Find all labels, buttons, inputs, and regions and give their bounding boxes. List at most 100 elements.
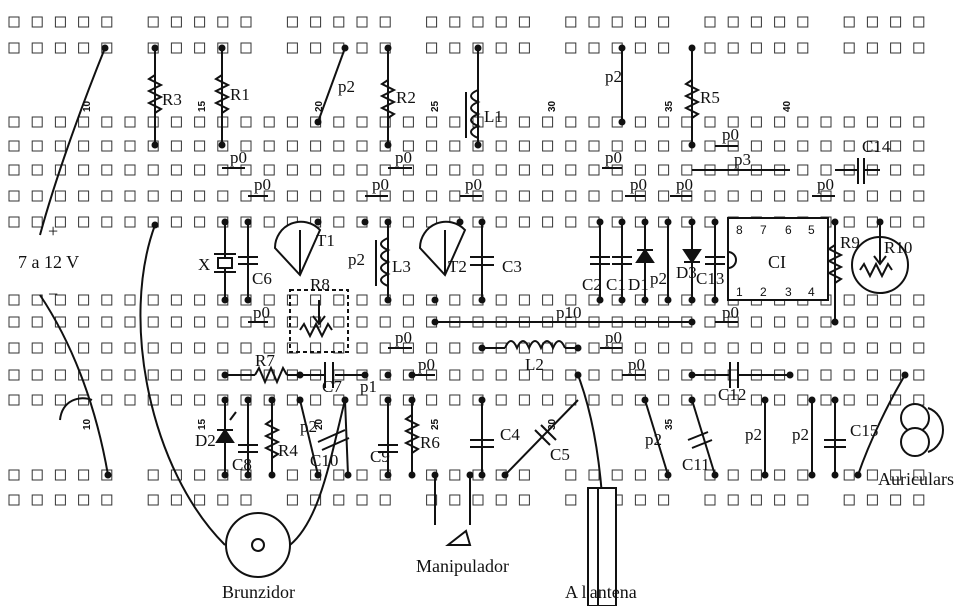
breadboard-hole — [286, 190, 298, 202]
breadboard-hole — [727, 16, 739, 28]
breadboard-hole — [147, 342, 159, 354]
breadboard-hole — [542, 216, 554, 228]
breadboard-hole — [356, 294, 368, 306]
ic-pin-bottom-2: 2 — [760, 285, 767, 299]
breadboard-hole — [518, 469, 530, 481]
breadboard-hole — [240, 42, 252, 54]
column-number: 40 — [782, 100, 793, 112]
breadboard-hole — [866, 116, 878, 128]
label-r10: R10 — [884, 238, 912, 257]
breadboard-hole — [704, 116, 716, 128]
breadboard-hole — [147, 294, 159, 306]
breadboard-hole — [634, 342, 646, 354]
breadboard-hole — [78, 190, 90, 202]
breadboard-hole — [750, 190, 762, 202]
supply-negative-lead — [39, 294, 109, 476]
breadboard-hole — [913, 369, 925, 381]
breadboard-hole — [78, 164, 90, 176]
label-r6: R6 — [420, 433, 440, 452]
breadboard-hole — [681, 342, 693, 354]
breadboard-hole — [774, 494, 786, 506]
breadboard-hole — [518, 216, 530, 228]
breadboard-hole — [774, 190, 786, 202]
breadboard-hole — [750, 116, 762, 128]
breadboard-hole — [727, 190, 739, 202]
breadboard-hole — [356, 116, 368, 128]
breadboard-hole — [704, 342, 716, 354]
breadboard-hole — [565, 469, 577, 481]
label-c9: C9 — [370, 447, 390, 466]
breadboard-hole — [866, 369, 878, 381]
ic-pin-top-4: 5 — [808, 223, 815, 237]
breadboard-hole — [426, 16, 438, 28]
resistor-r6 — [403, 414, 421, 454]
breadboard-hole — [797, 140, 809, 152]
label-r5: R5 — [700, 88, 720, 107]
label-p0-e: p0 — [465, 175, 482, 194]
breadboard-hole — [310, 190, 322, 202]
breadboard-hole — [310, 164, 322, 176]
label-p2-top-b: p2 — [605, 67, 622, 86]
breadboard-hole — [449, 42, 461, 54]
label-c1: C1 — [606, 275, 626, 294]
solder-point — [361, 218, 369, 226]
label-p0-k: p0 — [253, 303, 270, 322]
breadboard-hole — [797, 190, 809, 202]
breadboard-hole — [866, 216, 878, 228]
breadboard-hole — [588, 164, 600, 176]
column-number: 25 — [430, 418, 441, 430]
breadboard-hole — [101, 116, 113, 128]
breadboard-hole — [78, 469, 90, 481]
breadboard-hole — [78, 316, 90, 328]
breadboard-hole — [797, 316, 809, 328]
breadboard-hole — [588, 140, 600, 152]
breadboard-hole — [147, 494, 159, 506]
breadboard-hole — [402, 164, 414, 176]
breadboard-hole — [565, 369, 577, 381]
resistor-r1 — [213, 74, 231, 114]
label-c4: C4 — [500, 425, 520, 444]
breadboard-hole — [472, 369, 484, 381]
breadboard-hole — [750, 494, 762, 506]
breadboard-hole — [588, 369, 600, 381]
label-c13: C13 — [696, 269, 724, 288]
breadboard-hole — [101, 164, 113, 176]
breadboard-hole — [240, 494, 252, 506]
breadboard-hole — [890, 16, 902, 28]
breadboard-hole — [658, 16, 670, 28]
breadboard-hole — [54, 294, 66, 306]
breadboard-hole — [147, 164, 159, 176]
breadboard-hole — [333, 190, 345, 202]
breadboard-hole — [240, 164, 252, 176]
breadboard-hole — [727, 116, 739, 128]
breadboard-hole — [843, 216, 855, 228]
breadboard-hole — [866, 494, 878, 506]
supply-positive-lead — [39, 47, 106, 236]
breadboard-hole — [495, 140, 507, 152]
breadboard-hole — [101, 216, 113, 228]
breadboard-hole — [356, 316, 368, 328]
breadboard-hole — [310, 342, 322, 354]
breadboard-hole — [588, 42, 600, 54]
ic-pin-bottom-4: 4 — [808, 285, 815, 299]
breadboard-hole — [78, 116, 90, 128]
breadboard-hole — [147, 116, 159, 128]
label-p2-low-a: p2 — [300, 417, 317, 436]
breadboard-hole — [750, 140, 762, 152]
breadboard-hole — [495, 164, 507, 176]
caption-headphones: Auriculars — [878, 469, 954, 489]
breadboard-hole — [54, 216, 66, 228]
breadboard-hole — [681, 116, 693, 128]
breadboard-hole — [797, 494, 809, 506]
breadboard-hole — [797, 116, 809, 128]
breadboard-hole — [890, 42, 902, 54]
breadboard-hole — [170, 394, 182, 406]
breadboard-hole — [913, 316, 925, 328]
label-d1: D1 — [628, 275, 649, 294]
transistor-t1 — [273, 220, 322, 277]
label-p0-i: p0 — [722, 125, 739, 144]
breadboard-hole — [611, 140, 623, 152]
breadboard-hole — [194, 190, 206, 202]
breadboard-hole — [78, 16, 90, 28]
breadboard-hole — [31, 369, 43, 381]
